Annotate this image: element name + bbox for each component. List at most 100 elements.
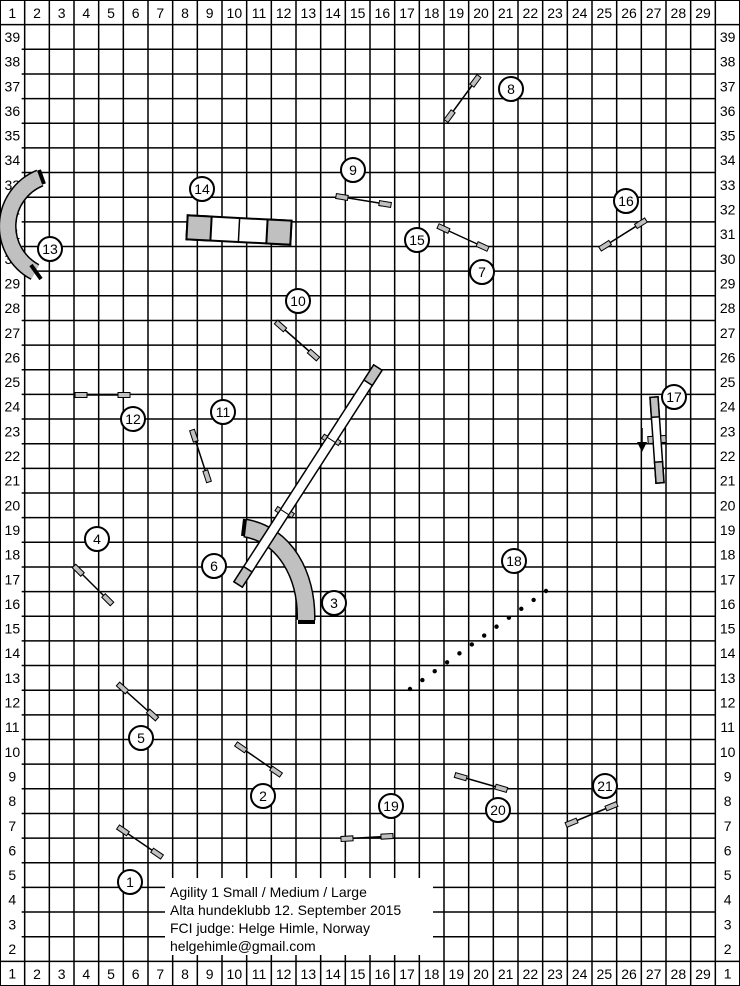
column-label-top: 2 bbox=[33, 5, 41, 21]
column-label-top: 4 bbox=[82, 5, 90, 21]
number-14: 14 bbox=[194, 181, 210, 197]
tunnel-3 bbox=[241, 518, 316, 624]
row-label-right: 38 bbox=[720, 54, 736, 70]
column-label-bottom: 10 bbox=[227, 966, 243, 982]
column-label-top: 26 bbox=[621, 5, 637, 21]
row-label-right: 13 bbox=[720, 670, 736, 686]
jump-wing bbox=[306, 348, 321, 362]
number-8: 8 bbox=[507, 81, 515, 97]
column-label-bottom: 29 bbox=[695, 966, 711, 982]
number-marker-17: 17 bbox=[661, 384, 687, 410]
jump-wing bbox=[149, 847, 165, 860]
column-label-bottom: 28 bbox=[671, 966, 687, 982]
row-label-left: 14 bbox=[5, 645, 21, 661]
column-label-bottom: 5 bbox=[107, 966, 115, 982]
column-label-top: 12 bbox=[276, 5, 292, 21]
row-label-right: 4 bbox=[724, 892, 732, 908]
column-label-bottom: 4 bbox=[82, 966, 90, 982]
weave-pole bbox=[469, 642, 475, 647]
jump-wing bbox=[453, 771, 468, 782]
column-label-top: 28 bbox=[671, 5, 687, 21]
column-label-top: 7 bbox=[156, 5, 164, 21]
column-label-bottom: 6 bbox=[132, 966, 140, 982]
weave-pole bbox=[531, 597, 536, 603]
column-label-bottom: 24 bbox=[572, 966, 588, 982]
column-label-top: 27 bbox=[646, 5, 662, 21]
weave-pole bbox=[519, 606, 524, 612]
column-label-top: 17 bbox=[399, 5, 415, 21]
row-label-left: 16 bbox=[5, 596, 21, 612]
jump bbox=[335, 192, 392, 209]
row-label-left: 25 bbox=[5, 374, 21, 390]
weave-pole bbox=[506, 615, 512, 620]
jump-wing bbox=[117, 392, 131, 398]
number-marker-9: 9 bbox=[340, 157, 366, 183]
row-label-left: 4 bbox=[8, 892, 16, 908]
column-label-top: 22 bbox=[523, 5, 539, 21]
row-label-right: 18 bbox=[720, 547, 736, 563]
jumps bbox=[71, 73, 649, 860]
column-label-bottom: 12 bbox=[276, 966, 292, 982]
tunnel-13 bbox=[0, 169, 46, 281]
row-label-left: 18 bbox=[5, 547, 21, 563]
number-16: 16 bbox=[618, 193, 634, 209]
row-label-right: 9 bbox=[724, 768, 732, 784]
row-label-left: 21 bbox=[5, 473, 21, 489]
jump-wing bbox=[380, 832, 394, 840]
row-label-right: 22 bbox=[720, 448, 736, 464]
row-label-right: 32 bbox=[720, 202, 736, 218]
jump bbox=[188, 428, 213, 484]
number-marker-20: 20 bbox=[485, 797, 511, 823]
row-label-left: 36 bbox=[5, 103, 21, 119]
row-label-left: 23 bbox=[5, 423, 21, 439]
row-label-left: 7 bbox=[8, 818, 16, 834]
number-18: 18 bbox=[506, 553, 522, 569]
jump-wing bbox=[469, 73, 482, 88]
jump bbox=[233, 741, 284, 778]
row-label-right: 23 bbox=[720, 423, 736, 439]
number-21: 21 bbox=[597, 778, 613, 794]
number-marker-8: 8 bbox=[498, 76, 524, 102]
column-label-top: 10 bbox=[227, 5, 243, 21]
column-label-bottom: 17 bbox=[399, 966, 415, 982]
jump-wing bbox=[597, 239, 613, 252]
row-label-right: 30 bbox=[720, 251, 736, 267]
number-marker-4: 4 bbox=[84, 526, 110, 552]
row-label-right: 24 bbox=[720, 399, 736, 415]
number-2: 2 bbox=[259, 788, 267, 804]
column-label-bottom: 11 bbox=[252, 966, 267, 982]
row-label-right: 19 bbox=[720, 522, 736, 538]
jump bbox=[74, 392, 131, 398]
column-label-top: 15 bbox=[350, 5, 366, 21]
column-label-bottom: 15 bbox=[350, 966, 366, 982]
number-marker-1: 1 bbox=[117, 869, 143, 895]
column-label-top: 5 bbox=[107, 5, 115, 21]
jump-wing bbox=[145, 708, 160, 722]
row-label-left: 3 bbox=[8, 916, 16, 932]
row-label-left: 9 bbox=[8, 768, 16, 784]
weave-pole bbox=[457, 651, 462, 656]
jump-wing bbox=[633, 217, 649, 230]
row-label-left: 19 bbox=[5, 522, 21, 538]
number-marker-21: 21 bbox=[592, 773, 618, 799]
row-label-right: 35 bbox=[720, 128, 736, 144]
column-label-bottom: 7 bbox=[156, 966, 164, 982]
jump-wing bbox=[436, 223, 451, 234]
number-1: 1 bbox=[126, 874, 134, 890]
column-label-bottom: 2 bbox=[33, 966, 41, 982]
jump-wing bbox=[494, 783, 509, 794]
row-label-right: 31 bbox=[720, 226, 736, 242]
jump-wing bbox=[378, 200, 392, 209]
number-marker-14: 14 bbox=[189, 176, 215, 202]
column-label-bottom: 20 bbox=[473, 966, 489, 982]
column-label-top: 25 bbox=[597, 5, 613, 21]
number-15: 15 bbox=[409, 232, 425, 248]
column-label-bottom: 16 bbox=[375, 966, 391, 982]
obstacle-numbers: 1 2 3 4 5 6 7 8 9 10 11 12 13 14 15 16 1… bbox=[37, 76, 687, 895]
jump bbox=[71, 563, 115, 607]
number-9: 9 bbox=[349, 162, 357, 178]
dog-walk-6 bbox=[232, 363, 384, 589]
weave-pole bbox=[481, 633, 487, 638]
row-label-left: 29 bbox=[5, 275, 21, 291]
